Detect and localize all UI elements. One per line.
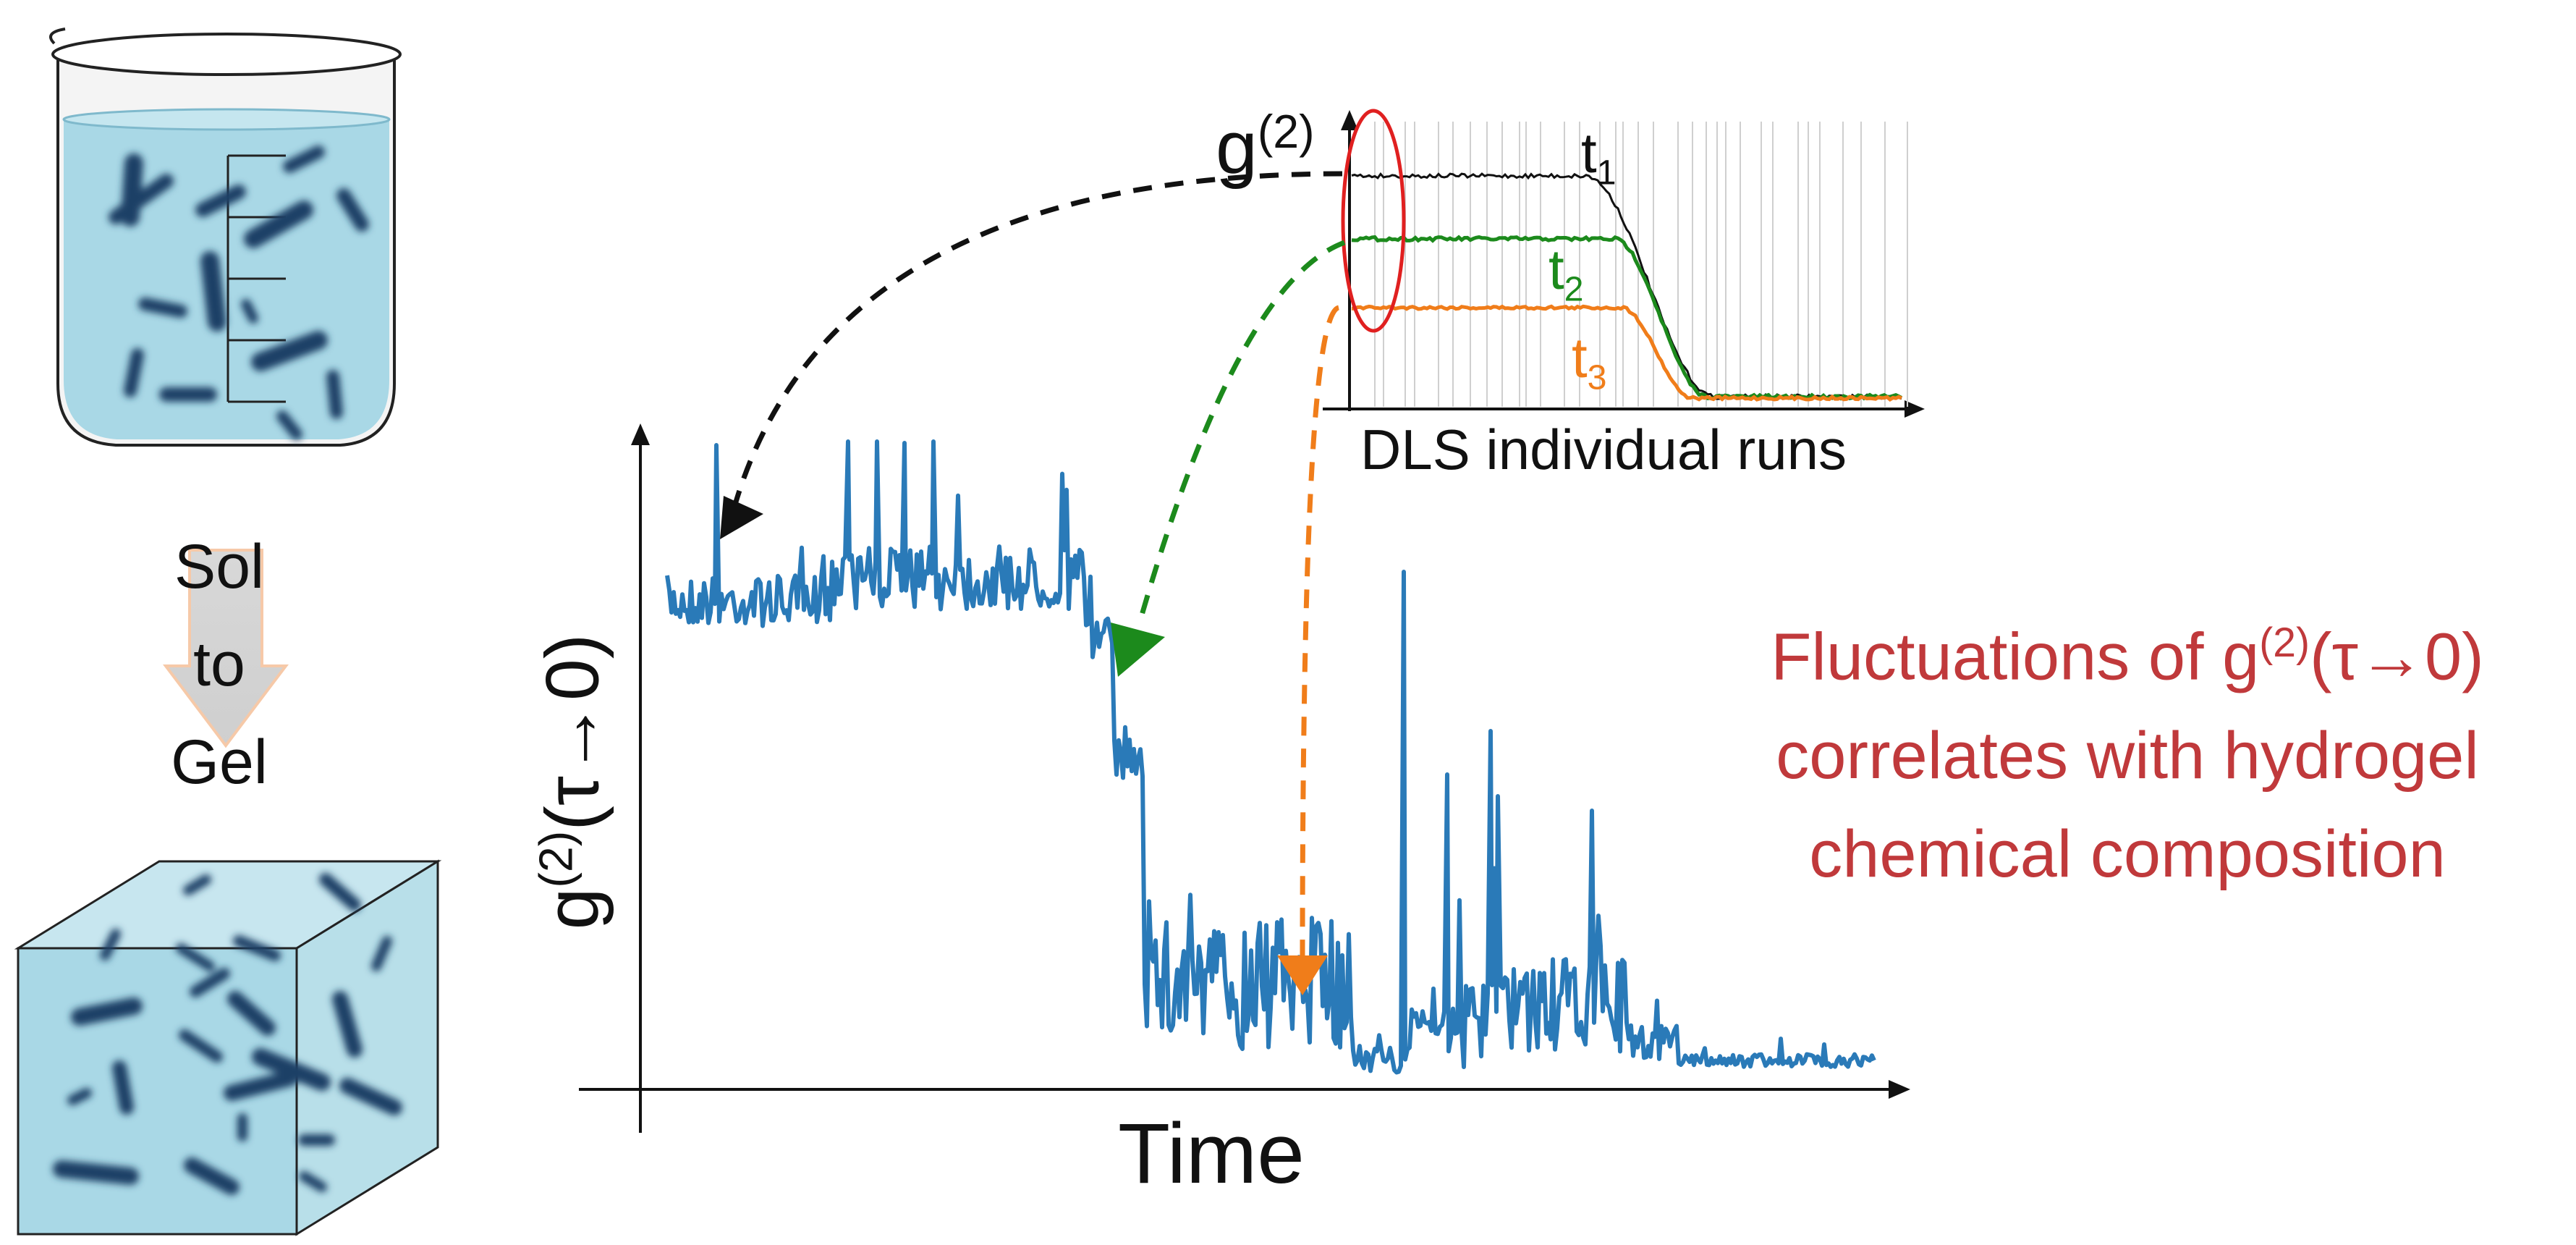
inset-plot-xlabel: DLS individual runs: [1360, 418, 1847, 481]
process-middle-label: to: [193, 630, 245, 699]
curve-label-t3: t3: [1572, 326, 1607, 397]
sol-to-gel-arrow-icon: [162, 549, 289, 748]
curve-label-t2: t2: [1548, 237, 1584, 309]
inset-plot-ylabel: g(2): [1216, 106, 1315, 190]
main-plot-ylabel: g(2)(τ→0): [530, 633, 615, 930]
dashed-arrow-black: [720, 171, 1343, 539]
inset-gridlines: [1374, 122, 1908, 407]
beaker-icon: [49, 28, 402, 447]
statement-line-3: chemical composition: [1809, 816, 2446, 891]
main-plot-series: [665, 439, 1876, 1075]
main-plot-axes: [579, 423, 1910, 1133]
dashed-arrow-green: [1111, 240, 1346, 677]
statement-line-2: correlates with hydrogel: [1776, 718, 2479, 793]
gel-cube-icon: [14, 859, 442, 1236]
process-to-label: Gel: [171, 727, 268, 797]
process-from-label: Sol: [174, 532, 265, 602]
main-plot-xlabel: Time: [1118, 1106, 1305, 1202]
statement-text: Fluctuations of g(2)(τ→0) correlates wit…: [1686, 594, 2569, 903]
inset-curve-t2: [1351, 235, 1903, 401]
highlight-ellipse: [1341, 109, 1406, 333]
inset-plot-axes: [1323, 110, 1925, 418]
statement-line-1: Fluctuations of g(2)(τ→0): [1771, 620, 2484, 694]
inset-curve-t3: [1351, 304, 1902, 402]
curve-label-t1: t1: [1581, 121, 1617, 193]
dashed-arrow-orange: [1277, 305, 1340, 995]
